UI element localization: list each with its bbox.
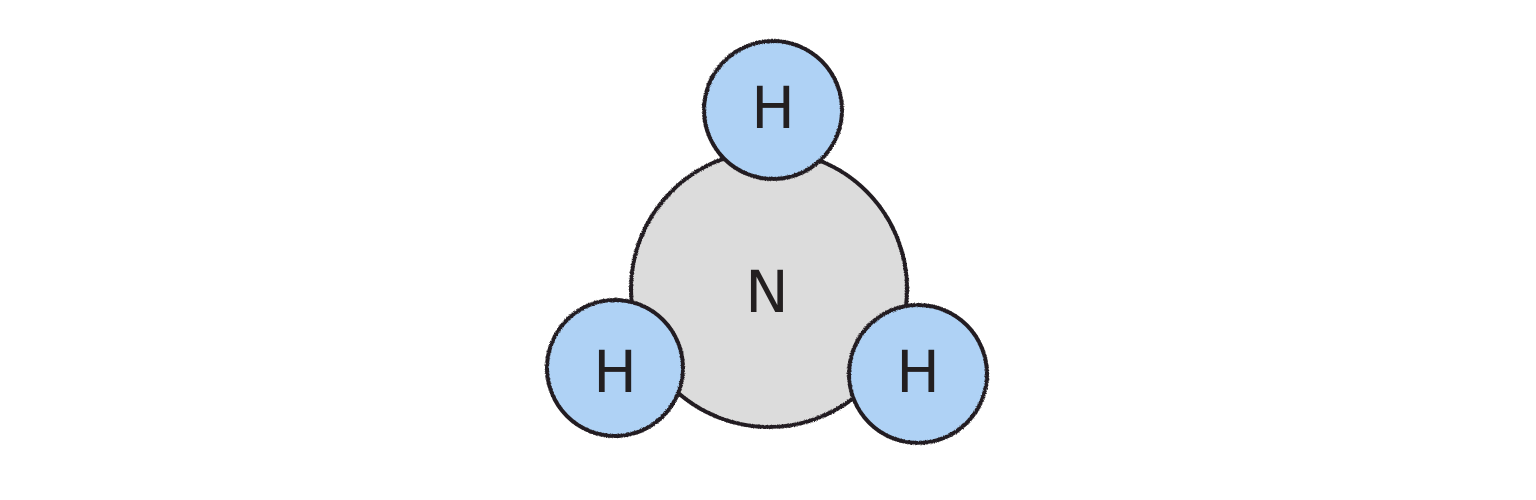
hydrogen-atom-top: H <box>702 39 844 181</box>
nitrogen-atom-label: N <box>745 258 788 326</box>
hydrogen-atom-top-label: H <box>751 74 795 142</box>
hydrogen-atom-right-label: H <box>896 338 940 406</box>
hydrogen-atom-top-circle <box>702 39 844 181</box>
hydrogen-atom-left-label: H <box>593 338 637 406</box>
hydrogen-atom-left-circle <box>545 298 685 438</box>
hydrogen-atom-right: H <box>847 303 989 445</box>
hydrogen-atom-left: H <box>545 298 685 438</box>
hydrogen-atom-right-circle <box>847 303 989 445</box>
nitrogen-atom: N <box>629 149 909 429</box>
